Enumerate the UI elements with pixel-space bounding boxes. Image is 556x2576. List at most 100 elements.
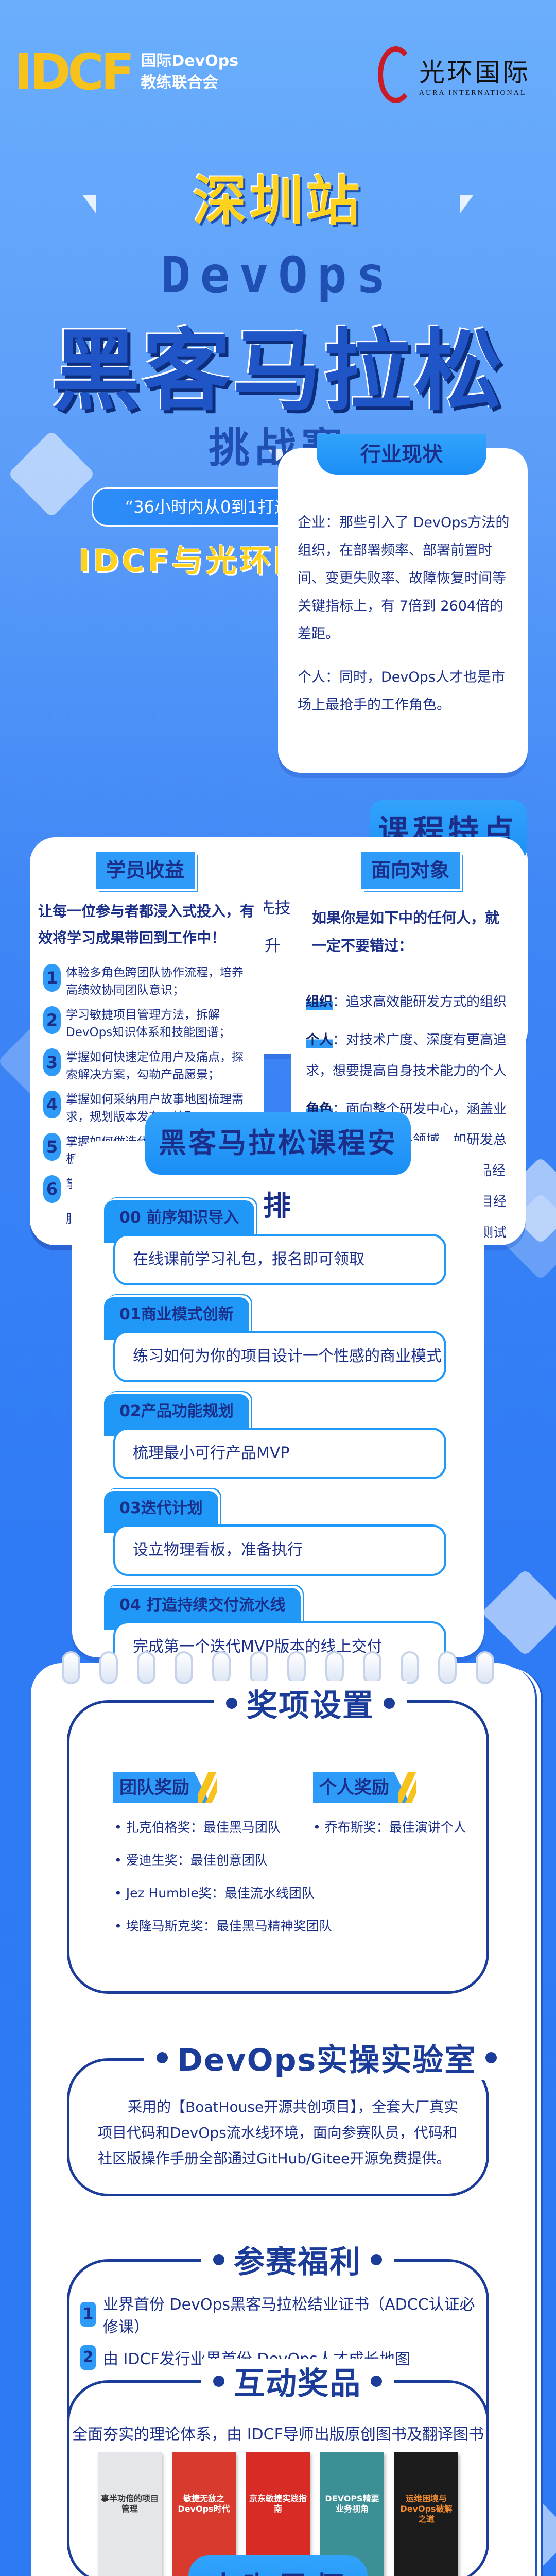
audience-intro: 如果你是如下中的任何人，就一定不要错过：: [312, 909, 500, 954]
awards-heading-row: 奖项设置: [214, 1681, 407, 1725]
idcf-logo-mark: IDCF: [14, 43, 134, 101]
heading-dot-icon: [371, 2375, 382, 2387]
ring-icon: [99, 1651, 118, 1684]
book-cover: 运维困境与DevOps破解之道: [394, 2452, 458, 2576]
awards-box: [67, 1700, 489, 1994]
award-text: 扎克伯格奖：最佳黑马团队: [126, 1820, 281, 1835]
audience-text: ：追求高效能研发方式的组织: [333, 994, 507, 1010]
audience-item: 个人：对技术广度、深度有更高追求，想要提高自身技术能力的个人: [306, 1025, 517, 1087]
idcf-logo: IDCF 国际DevOps 教练联合会: [14, 47, 238, 97]
notebook-rings: [62, 1651, 494, 1684]
book-title: 运维困境与DevOps破解之道: [400, 2494, 453, 2524]
schedule-item: 01商业模式创新练习如何为你的项目设计一个性感的商业模式: [104, 1297, 446, 1394]
stripe-decoration: [198, 1772, 217, 1803]
ring-icon: [362, 1651, 381, 1684]
prizes-intro: 全面夯实的理论体系，由 IDCF导师出版原创图书及翻译图书: [72, 2426, 484, 2444]
mentors-heading: 大咖导师: [188, 2555, 368, 2576]
award-item: • Jez Humble奖：最佳流水线团队: [114, 1886, 315, 1901]
audience-heading: 面向对象: [361, 852, 460, 889]
industry-heading: 行业现状: [317, 434, 486, 475]
audience-text: ：对技术广度、深度有更高追求，想要提高自身技术能力的个人: [306, 1032, 507, 1079]
aura-logo: 光环国际 AURA INTERNATIONAL: [378, 46, 530, 103]
hero-title: 黑客马拉松: [51, 319, 505, 423]
gains-text: 学习敏捷项目管理方法，拆解DevOps知识体系和技能图谱；: [66, 1008, 231, 1039]
number-badge: 4: [43, 1091, 61, 1118]
award-item: • 扎克伯格奖：最佳黑马团队: [114, 1820, 281, 1835]
gains-heading: 学员收益: [96, 852, 195, 889]
schedule-item: 02产品功能规划梳理最小可行产品MVP: [104, 1394, 446, 1491]
gains-text: 掌握如何快速定位用户及痛点，探索解决方案，勾勒产品愿景；: [66, 1050, 244, 1081]
idcf-org-name: 国际DevOps 教练联合会: [141, 50, 238, 94]
industry-card: 行业现状 企业：那些引入了 DevOps方法的组织，在部署频率、部署前置时间、变…: [278, 434, 528, 773]
heading-dot-icon: [371, 2253, 382, 2265]
number-badge: 3: [43, 1048, 61, 1076]
heading-dot-icon: [213, 2253, 224, 2265]
schedule-desc: 设立物理看板，准备执行: [113, 1524, 446, 1576]
heading-dot-icon: [384, 1697, 395, 1709]
number-badge: 1: [80, 2302, 96, 2327]
schedule-desc: 在线课前学习礼包，报名即可领取: [113, 1234, 446, 1285]
perks-heading-row: 参赛福利: [201, 2237, 394, 2282]
audience-label: 组织: [306, 994, 333, 1010]
number-badge: 6: [43, 1175, 61, 1203]
ring-icon: [438, 1651, 457, 1684]
number-badge: 1: [43, 964, 61, 992]
award-text: 埃隆马斯克奖：最佳黑马精神奖团队: [126, 1919, 332, 1934]
ring-icon: [62, 1651, 80, 1684]
ring-icon: [212, 1651, 231, 1684]
book-cover: 事半功倍的项目管理: [98, 2452, 162, 2576]
aura-ring-icon: [378, 46, 414, 103]
aura-name-cn: 光环国际: [419, 58, 530, 88]
ring-icon: [250, 1651, 269, 1684]
team-award-tag: 团队奖励: [113, 1772, 210, 1803]
number-badge: 5: [43, 1133, 61, 1161]
hero-station: 深圳站: [193, 170, 363, 232]
award-text: 乔布斯奖：最佳演讲个人: [324, 1820, 466, 1835]
award-item: • 乔布斯奖：最佳演讲个人: [313, 1820, 466, 1835]
stripe-decoration: [398, 1772, 416, 1803]
lab-heading-row: DevOps实操实验室: [144, 2035, 510, 2080]
ring-icon: [475, 1651, 494, 1684]
heading-dot-icon: [485, 2052, 497, 2063]
book-title: 事半功倍的项目管理: [101, 2494, 159, 2514]
ring-icon: [287, 1651, 306, 1684]
industry-enterprise-text: 企业：那些引入了 DevOps方法的组织，在部署频率、部署前置时间、变更失败率、…: [298, 515, 510, 642]
book-title: 敏捷无敌之DevOps时代: [178, 2494, 230, 2514]
prizes-heading-row: 互动奖品: [201, 2359, 394, 2403]
idcf-org-line1: 国际DevOps: [141, 52, 239, 70]
ring-icon: [325, 1651, 344, 1684]
number-badge: 2: [43, 1006, 61, 1034]
award-item: • 埃隆马斯克奖：最佳黑马精神奖团队: [114, 1919, 332, 1934]
hero-devops: DevOps: [161, 246, 395, 304]
number-badge: 2: [80, 2345, 96, 2370]
heading-dot-icon: [157, 2052, 168, 2063]
heading-dot-icon: [226, 1697, 237, 1709]
perk-text: 业界首份 DevOps黑客马拉松结业证书（ADCC认证必修课）: [103, 2296, 475, 2336]
schedule-heading: 黑客马拉松课程安排: [145, 1112, 411, 1222]
perks-heading: 参赛福利: [234, 2244, 361, 2280]
perk-item: 1 业界首份 DevOps黑客马拉松结业证书（ADCC认证必修课）: [80, 2293, 482, 2336]
aura-name-en: AURA INTERNATIONAL: [419, 89, 527, 97]
award-text: 爱迪生奖：最佳创意团队: [126, 1853, 268, 1868]
schedule-desc: 梳理最小可行产品MVP: [113, 1428, 446, 1479]
lab-body: 采用的【BoatHouse开源共创项目】，全套大厂真实项目代码和DevOps流水…: [98, 2098, 459, 2167]
schedule-item: 03迭代计划设立物理看板，准备执行: [104, 1491, 446, 1588]
book-title: DEVOPS精要 业务视角: [325, 2494, 379, 2514]
gains-intro: 让每一位参与者都浸入式投入，有效将学习成果带回到工作中！: [38, 903, 255, 946]
gains-text: 体验多角色跨团队协作流程，培养高绩效协同团队意识；: [66, 966, 244, 997]
industry-body: 企业：那些引入了 DevOps方法的组织，在部署频率、部署前置时间、变更失败率、…: [298, 509, 511, 719]
individual-award-tag: 个人奖励: [313, 1772, 410, 1803]
award-text: Jez Humble奖：最佳流水线团队: [126, 1886, 315, 1901]
schedule-card: 黑客马拉松课程安排 00 前序知识导入在线课前学习礼包，报名即可领取 01商业模…: [72, 1112, 484, 1963]
heading-dot-icon: [213, 2375, 224, 2387]
individual-award-list: • 乔布斯奖：最佳演讲个人: [313, 1811, 466, 1844]
industry-individual-text: 个人：同时，DevOps人才也是市场上最抢手的工作角色。: [298, 669, 505, 713]
audience-label: 个人: [306, 1032, 333, 1048]
lab-heading: DevOps实操实验室: [177, 2042, 477, 2078]
team-award-list: • 扎克伯格奖：最佳黑马团队 • 爱迪生奖：最佳创意团队 • Jez Humbl…: [114, 1811, 332, 1943]
ring-icon: [175, 1651, 194, 1684]
book-title: 京东敏捷实践指南: [249, 2494, 307, 2514]
